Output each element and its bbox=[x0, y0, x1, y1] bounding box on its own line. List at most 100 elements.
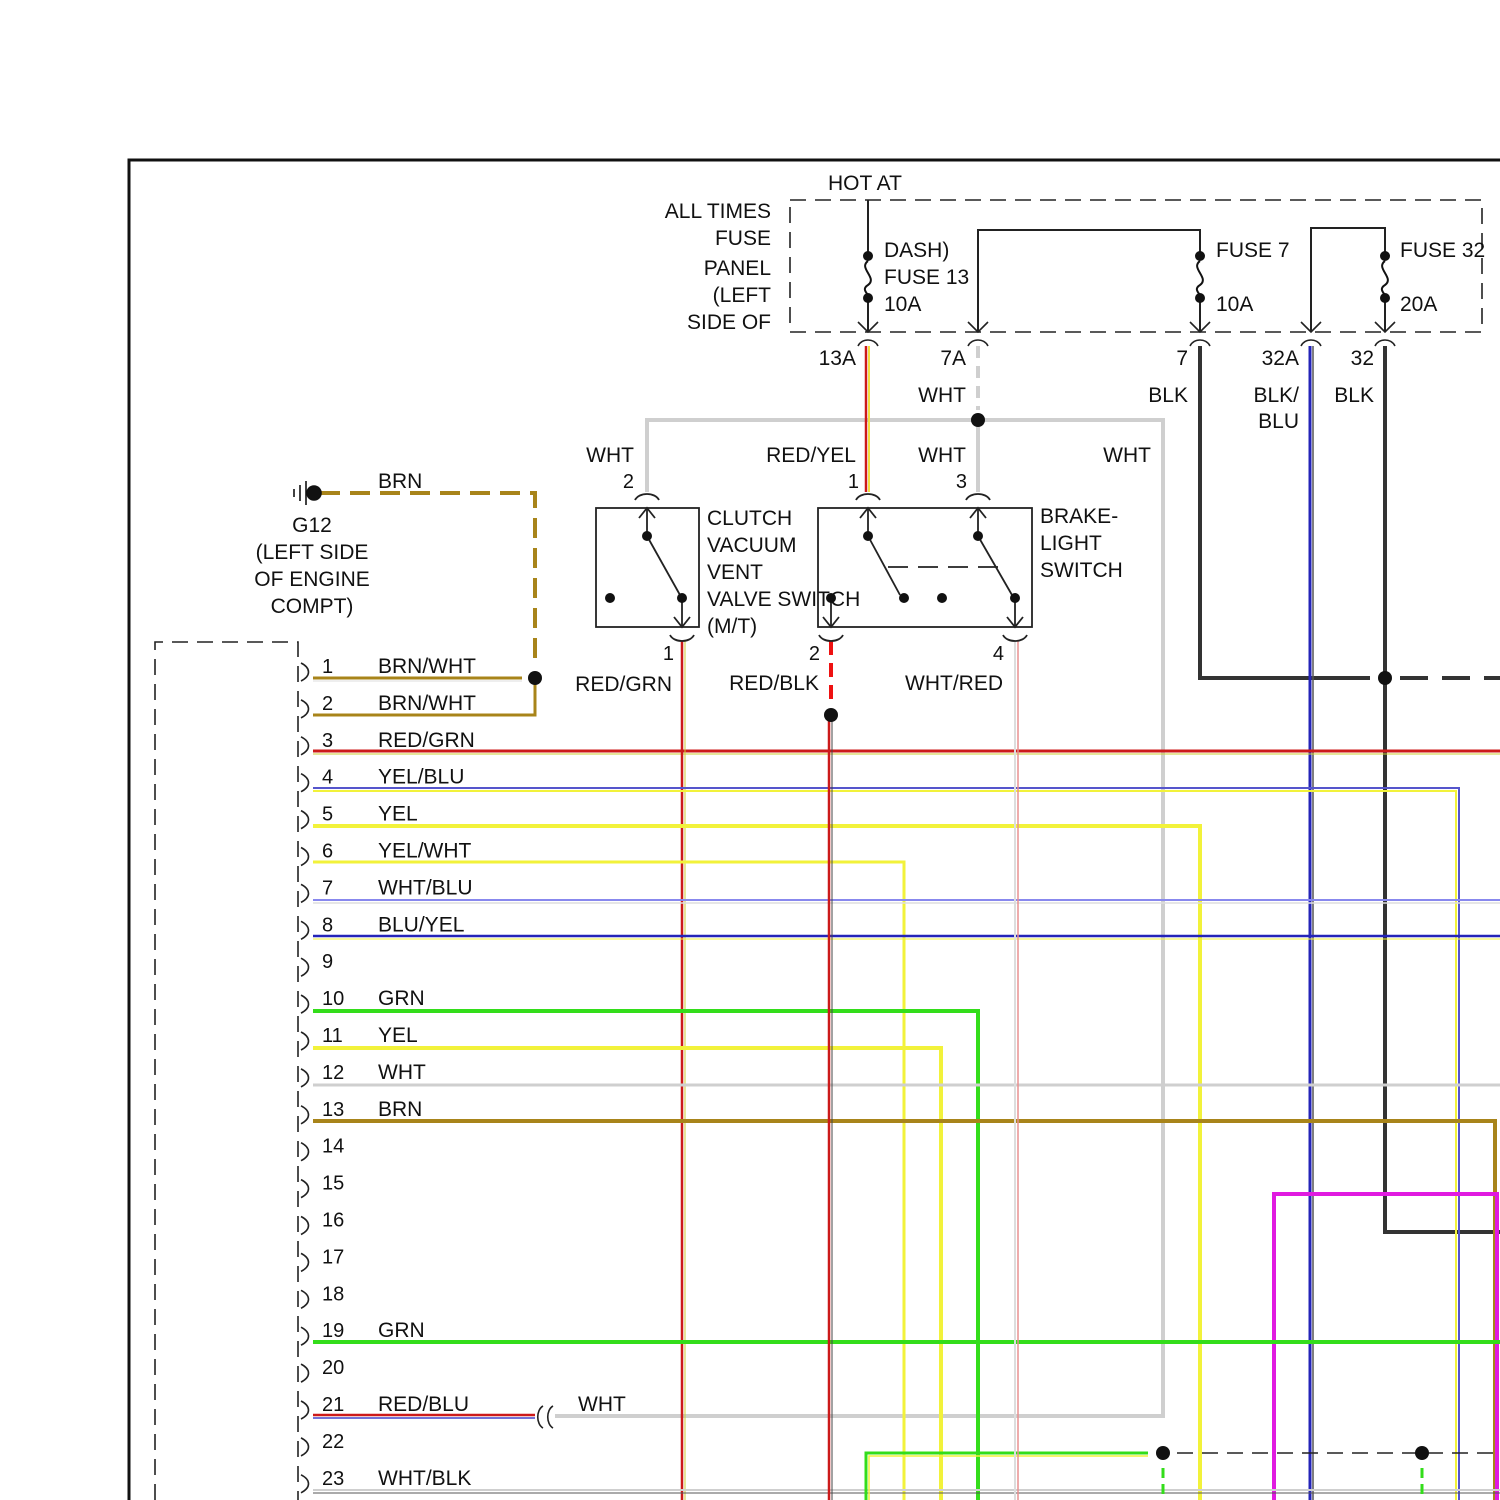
pin-number: 7 bbox=[322, 877, 333, 899]
fuse-13-name-2: FUSE 13 bbox=[884, 266, 969, 289]
terminal-7a: 7A bbox=[940, 347, 966, 370]
brake-switch-box bbox=[818, 494, 1032, 641]
ground-label-2: (LEFT SIDE bbox=[256, 541, 369, 564]
pin-connector-symbol bbox=[301, 1364, 309, 1382]
label-blk-blu-1: BLK/ bbox=[1253, 384, 1299, 407]
fuse-32-name: FUSE 32 bbox=[1400, 239, 1485, 262]
fuse-panel-label-4: (LEFT bbox=[713, 284, 772, 307]
pin-connector-symbol bbox=[301, 811, 309, 829]
pin-number: 20 bbox=[322, 1357, 344, 1379]
brake-label-3: SWITCH bbox=[1040, 559, 1123, 582]
pin-number: 18 bbox=[322, 1283, 344, 1305]
pin-wire-color: WHT bbox=[378, 1061, 426, 1084]
terminal-32a: 32A bbox=[1262, 347, 1299, 370]
module-dashed-box bbox=[155, 642, 298, 1500]
fuse-13-name-1: DASH) bbox=[884, 239, 949, 262]
pin-wire-color: WHT/BLU bbox=[378, 876, 473, 899]
fuse-panel-label-5: SIDE OF bbox=[687, 311, 771, 334]
pin-number: 8 bbox=[322, 914, 333, 936]
pin-connector-symbol bbox=[301, 1253, 309, 1271]
pin-number: 9 bbox=[322, 951, 333, 973]
clutch-pin-2: 2 bbox=[623, 471, 634, 493]
pin-wire-color: WHT/BLK bbox=[378, 1467, 471, 1490]
clutch-switch-box bbox=[596, 494, 699, 641]
pin-wire-color: BRN/WHT bbox=[378, 655, 476, 678]
fuse-7-name: FUSE 7 bbox=[1216, 239, 1290, 262]
pin-wire-color: GRN bbox=[378, 1319, 425, 1342]
pin-connector-symbol bbox=[301, 958, 309, 976]
pin-wire-color: YEL/BLU bbox=[378, 766, 464, 789]
pin-wire-color: YEL/WHT bbox=[378, 840, 472, 863]
pin-connector-symbol bbox=[301, 1401, 309, 1419]
pin-connector-symbol bbox=[301, 774, 309, 792]
ground-label-3: OF ENGINE bbox=[254, 568, 370, 591]
pin-connector-symbol bbox=[301, 737, 309, 755]
pin-connector-symbol bbox=[301, 1180, 309, 1198]
clutch-label-4: VALVE SWITCH bbox=[707, 588, 860, 611]
label-wht-7a: WHT bbox=[918, 384, 966, 407]
pin-connector-symbol bbox=[301, 848, 309, 866]
clutch-label-1: CLUTCH bbox=[707, 507, 792, 530]
wht-21-connector bbox=[538, 1406, 553, 1428]
clutch-label-2: VACUUM bbox=[707, 534, 796, 557]
hot-at-label: HOT AT bbox=[828, 172, 902, 195]
brake-pin-2: 2 bbox=[809, 643, 820, 665]
wire-yel-blu bbox=[313, 788, 1459, 1500]
label-blk-blu-2: BLU bbox=[1258, 410, 1299, 433]
pin-connector-symbol bbox=[301, 995, 309, 1013]
pin-wire-color: RED/GRN bbox=[378, 729, 475, 752]
pin-number: 13 bbox=[322, 1099, 344, 1121]
wire-wht-blu bbox=[313, 900, 1500, 903]
pin-number: 14 bbox=[322, 1136, 344, 1158]
pin-number: 1 bbox=[322, 656, 333, 678]
pin-number: 19 bbox=[322, 1320, 344, 1342]
label-red-grn-out: RED/GRN bbox=[575, 673, 672, 696]
label-wht-red-out: WHT/RED bbox=[905, 672, 1003, 695]
pin-connector-symbol bbox=[301, 700, 309, 718]
wire-blu-yel bbox=[313, 936, 1500, 939]
pin-number: 12 bbox=[322, 1062, 344, 1084]
wire-magenta bbox=[1274, 1194, 1497, 1500]
pin-connector-symbol bbox=[301, 1290, 309, 1308]
fuse-32-rating: 20A bbox=[1400, 293, 1437, 316]
brake-label-2: LIGHT bbox=[1040, 532, 1102, 555]
pin-number: 23 bbox=[322, 1468, 344, 1490]
label-brn-ground: BRN bbox=[378, 470, 422, 493]
brake-pin-1: 1 bbox=[848, 471, 859, 493]
wire-red-grn bbox=[313, 641, 1500, 1500]
fuse-13-symbol bbox=[863, 251, 873, 303]
fuse-panel-terminals bbox=[858, 322, 1395, 346]
wire-wht-blk bbox=[313, 1490, 1500, 1493]
label-wht-21: WHT bbox=[578, 1393, 626, 1416]
pin-connector-symbol bbox=[301, 1106, 309, 1124]
pin-number: 2 bbox=[322, 693, 333, 715]
pin-number: 21 bbox=[322, 1394, 344, 1416]
ground-label-1: G12 bbox=[292, 514, 332, 537]
pin-wire-color: YEL bbox=[378, 803, 418, 826]
pin-connector-symbol bbox=[301, 1032, 309, 1050]
pin-number: 10 bbox=[322, 988, 344, 1010]
label-wht-brake-in: WHT bbox=[918, 444, 966, 467]
ground-label-4: COMPT) bbox=[271, 595, 354, 618]
clutch-switch-contacts bbox=[605, 531, 687, 603]
fuse-panel-label-1: ALL TIMES bbox=[665, 200, 771, 223]
clutch-label-3: VENT bbox=[707, 561, 763, 584]
pin-connector-symbol bbox=[301, 1475, 309, 1493]
wire-wht-red bbox=[1015, 641, 1018, 1500]
brake-pin-3: 3 bbox=[956, 471, 967, 493]
pin-wire-color: BRN/WHT bbox=[378, 692, 476, 715]
pin-wire-color: BLU/YEL bbox=[378, 913, 464, 936]
fuse-panel-label-2: FUSE bbox=[715, 227, 771, 250]
clutch-label-5: (M/T) bbox=[707, 615, 757, 638]
pin-connector-symbol bbox=[301, 921, 309, 939]
label-blk-32: BLK bbox=[1334, 384, 1374, 407]
clutch-pin-1: 1 bbox=[663, 643, 674, 665]
pin-connector-symbol bbox=[301, 663, 309, 681]
pin-number: 5 bbox=[322, 804, 333, 826]
pin-number: 16 bbox=[322, 1210, 344, 1232]
pin-number: 6 bbox=[322, 841, 333, 863]
pin-connector-symbol bbox=[301, 1327, 309, 1345]
fuse-7-symbol bbox=[1195, 251, 1205, 303]
